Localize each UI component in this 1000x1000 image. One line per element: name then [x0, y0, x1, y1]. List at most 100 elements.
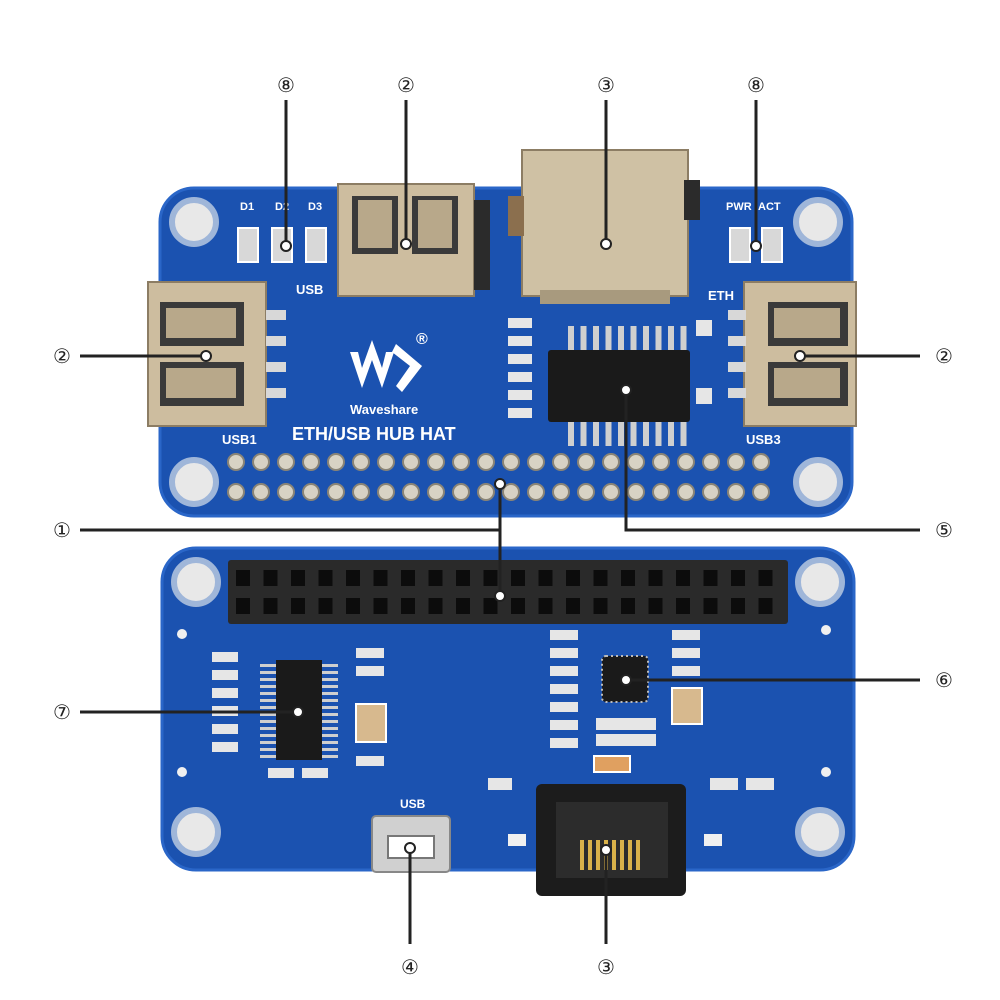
gpio-pin	[602, 483, 620, 501]
gpio-pin	[702, 453, 720, 471]
gpio-pin	[302, 453, 320, 471]
gpio-pin	[352, 483, 370, 501]
gpio-pin	[277, 483, 295, 501]
gpio-pin	[252, 483, 270, 501]
gpio-pin	[477, 453, 495, 471]
gpio-pin	[402, 453, 420, 471]
gpio-pin	[552, 483, 570, 501]
smd-capacitor	[593, 755, 631, 773]
callout-8-right: ⑧	[747, 73, 765, 97]
gpio-pin	[477, 483, 495, 501]
gpio-pin	[427, 483, 445, 501]
gpio-pin	[252, 453, 270, 471]
board-bottom: USB	[160, 546, 856, 896]
gpio-pin	[452, 483, 470, 501]
gpio-pin	[727, 453, 745, 471]
callout-4: ④	[401, 955, 419, 979]
gpio-pin	[677, 483, 695, 501]
gpio-pin	[527, 483, 545, 501]
callout-6: ⑥	[935, 668, 953, 692]
usb-port-top	[337, 183, 490, 297]
callout-3-top: ③	[597, 73, 615, 97]
gpio-pin	[452, 453, 470, 471]
gpio-pin	[502, 453, 520, 471]
gpio-pin	[527, 453, 545, 471]
mounting-hole	[795, 557, 845, 607]
callout-dots	[200, 238, 806, 856]
smd-resistor-array	[508, 318, 712, 418]
eth-label: ETH	[708, 288, 734, 303]
mounting-hole	[171, 807, 221, 857]
gpio-pin	[277, 453, 295, 471]
usb-hub-chip	[548, 326, 690, 446]
led	[729, 227, 751, 263]
gpio-pin	[377, 453, 395, 471]
gpio-pin	[577, 483, 595, 501]
led-label-act: ACT	[758, 201, 781, 213]
callout-numbers: ⑧ ② ③ ⑧ ② ② ① ⑤ ⑥ ⑦ ④ ③	[53, 73, 953, 979]
callout-5: ⑤	[935, 518, 953, 542]
callout-1: ①	[53, 518, 71, 542]
led	[761, 227, 783, 263]
gpio-pin	[652, 453, 670, 471]
product-name: ETH/USB HUB HAT	[292, 424, 456, 444]
mounting-holes-top	[169, 197, 843, 507]
gpio-pin	[502, 483, 520, 501]
logo-registered-mark: ®	[416, 331, 428, 348]
callout-2-left: ②	[53, 344, 71, 368]
gpio-pin	[602, 453, 620, 471]
mounting-hole	[795, 807, 845, 857]
gpio-pin	[752, 483, 770, 501]
gpio-pin	[752, 453, 770, 471]
crystal	[355, 703, 387, 743]
mounting-hole	[171, 557, 221, 607]
gpio-pin	[427, 453, 445, 471]
gpio-pin	[227, 453, 245, 471]
gpio-pin	[627, 483, 645, 501]
callout-8-left: ⑧	[277, 73, 295, 97]
crystal	[671, 687, 703, 725]
ethernet-port	[508, 149, 700, 304]
gpio-pin	[727, 483, 745, 501]
smd-components-middle	[488, 630, 774, 790]
callout-2-top: ②	[397, 73, 415, 97]
rj-connector	[536, 784, 686, 896]
waveshare-logo: ®	[350, 331, 428, 392]
brand-label: Waveshare	[350, 402, 418, 417]
board-top: D1 D2 D3 PWR ACT USB	[147, 149, 857, 518]
gpio-pin	[227, 483, 245, 501]
gpio-pin	[327, 453, 345, 471]
gpio-pin	[352, 453, 370, 471]
led-label-d1: D1	[240, 201, 254, 213]
mounting-hole	[169, 197, 219, 247]
usb-top-label: USB	[296, 282, 323, 297]
led	[305, 227, 327, 263]
gpio-pin	[402, 483, 420, 501]
callout-7: ⑦	[53, 700, 71, 724]
micro-usb-label: USB	[400, 797, 426, 811]
gpio-pin	[652, 483, 670, 501]
mounting-hole	[793, 197, 843, 247]
led	[237, 227, 259, 263]
pads	[177, 625, 831, 846]
gpio-pin	[552, 453, 570, 471]
led-label-pwr: PWR	[726, 201, 752, 213]
mounting-hole	[169, 457, 219, 507]
gpio-pin	[327, 483, 345, 501]
led-group-left: D1 D2 D3	[237, 201, 327, 263]
mounting-hole	[793, 457, 843, 507]
usb1-label: USB1	[222, 432, 257, 447]
callout-3-bottom: ③	[597, 955, 615, 979]
callout-lines	[80, 100, 920, 944]
gpio-pin	[302, 483, 320, 501]
gpio-pin	[577, 453, 595, 471]
mounting-holes-bottom	[171, 557, 845, 857]
usb-port-left	[147, 281, 286, 427]
gpio-pin	[627, 453, 645, 471]
gpio-pin	[377, 483, 395, 501]
led-group-right: PWR ACT	[726, 201, 783, 263]
callout-2-right: ②	[935, 344, 953, 368]
gpio-pin	[702, 483, 720, 501]
gpio-female-header	[228, 560, 788, 624]
